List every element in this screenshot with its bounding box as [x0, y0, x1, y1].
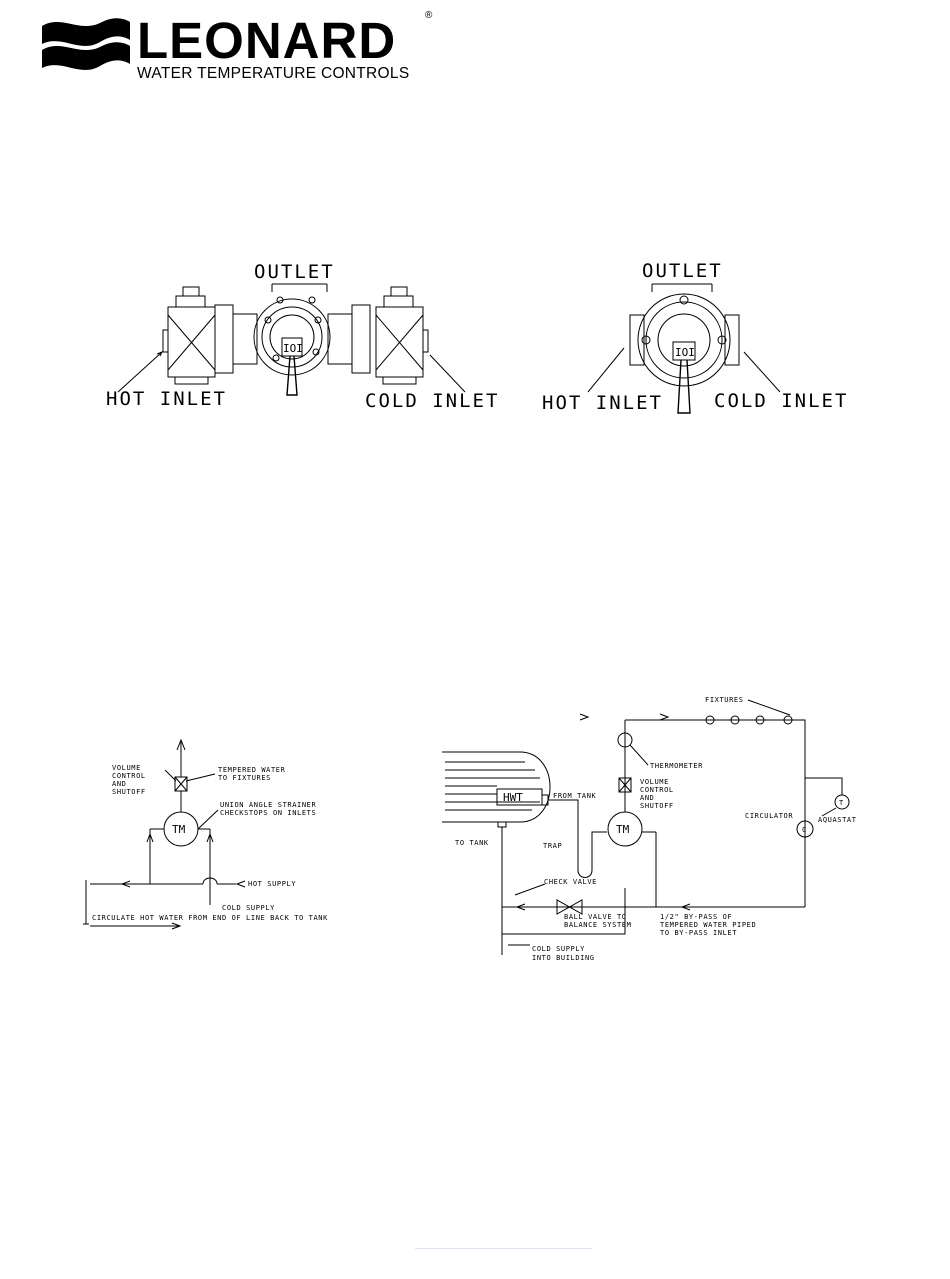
- piping-diagram-right: HWT FROM TANK TO TANK TM FIXTURES THERMO…: [442, 696, 857, 962]
- bypass-label: 1/2" BY-PASS OF TEMPERED WATER PIPED TO …: [660, 913, 761, 937]
- ball-valve-label: BALL VALVE TO BALANCE SYSTEM: [564, 913, 631, 929]
- circulator-badge: C: [802, 826, 807, 834]
- hwt-label: HWT: [503, 791, 523, 804]
- volume-control-label-right: VOLUME CONTROL AND SHUTOFF: [640, 778, 679, 810]
- brand-tagline: WATER TEMPERATURE CONTROLS: [137, 65, 410, 82]
- circulator-label: CIRCULATOR: [745, 812, 793, 820]
- outlet-label-right: OUTLET: [642, 260, 723, 282]
- outlet-label-left: OUTLET: [254, 261, 335, 283]
- tm-label-right: TM: [616, 823, 630, 836]
- thermometer-label: THERMOMETER: [650, 762, 703, 770]
- cold-inlet-label-right: COLD INLET: [714, 390, 848, 412]
- hot-inlet-label-left: HOT INLET: [106, 388, 227, 410]
- to-tank-label: TO TANK: [455, 839, 489, 847]
- valve-badge-left: IOI: [283, 342, 303, 355]
- thermometer-gauge: [617, 732, 633, 748]
- brand-name: LEONARD: [137, 12, 397, 69]
- from-tank-label: FROM TANK: [553, 792, 597, 800]
- tempered-water-label-left: TEMPERED WATER TO FIXTURES: [218, 766, 290, 782]
- hot-supply-label-left: HOT SUPPLY: [248, 880, 296, 888]
- cold-supply-label-left: COLD SUPPLY: [222, 904, 275, 912]
- wave-logo-icon: [42, 18, 130, 70]
- circulate-label: CIRCULATE HOT WATER FROM END OF LINE BAC…: [92, 914, 328, 922]
- aquastat-badge: T: [839, 799, 844, 807]
- hot-inlet-label-right: HOT INLET: [542, 392, 663, 414]
- piping-diagram-left: TM VOLUME CONTROL AND SHUTOFF TEMPERED W…: [83, 738, 328, 930]
- union-strainer-label: UNION ANGLE STRAINER CHECKSTOPS ON INLET…: [220, 801, 321, 817]
- cold-supply-label-right: COLD SUPPLY INTO BUILDING: [532, 945, 595, 962]
- brand-logo: LEONARD ® WATER TEMPERATURE CONTROLS: [40, 10, 440, 82]
- tm-label-left: TM: [172, 823, 186, 836]
- aquastat-label: AQUASTAT: [818, 816, 857, 824]
- footer-divider: [415, 1248, 592, 1249]
- check-valve-label: CHECK VALVE: [544, 878, 597, 886]
- volume-control-label-left: VOLUME CONTROL AND SHUTOFF: [112, 764, 151, 796]
- tm-valve-right: [607, 811, 643, 847]
- volume-shutoff-valve-right: [618, 777, 632, 793]
- hot-water-tank: [442, 751, 551, 823]
- valve-badge-right: IOI: [675, 346, 695, 359]
- valve-figure-left: OUTLET IOI HOT INLET: [106, 261, 499, 412]
- fixtures-label: FIXTURES: [705, 696, 744, 704]
- trap-label: TRAP: [543, 842, 562, 850]
- circulator-pump: [796, 820, 814, 838]
- aquastat-sensor: [834, 794, 850, 810]
- registered-mark: ®: [425, 10, 433, 21]
- cold-inlet-label-left: COLD INLET: [365, 390, 499, 412]
- ball-valve: [556, 899, 583, 915]
- valve-figure-right: OUTLET IOI HOT INLET COLD INLET: [542, 260, 848, 414]
